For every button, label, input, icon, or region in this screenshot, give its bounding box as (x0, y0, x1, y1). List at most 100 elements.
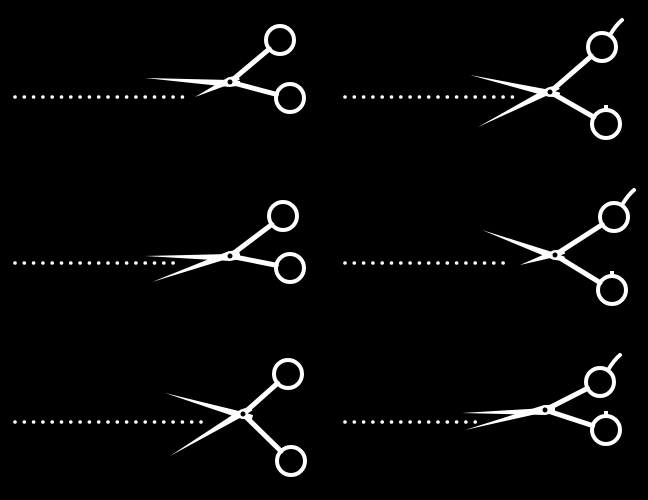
cut-line-dot (13, 95, 17, 99)
cut-line-dot (389, 420, 394, 424)
cut-line-dot (152, 420, 157, 424)
upper-handle-arm (552, 222, 605, 258)
cut-line-dot (171, 420, 175, 424)
upper-blade (470, 75, 561, 98)
cut-line-dot (50, 261, 54, 265)
cut-line-dot (199, 420, 203, 424)
cut-line-dot (445, 95, 450, 99)
scissors-icon (165, 358, 307, 477)
lower-finger-ring (274, 252, 306, 284)
cut-line-dot (343, 261, 347, 265)
cut-line-dot (152, 95, 157, 99)
cut-line-dot (426, 261, 431, 265)
scissors-hairdressing-open (343, 18, 624, 140)
cut-line-dot (389, 261, 394, 265)
lower-finger-ring (596, 274, 628, 306)
pivot-screw (227, 253, 233, 259)
cut-line-dot (171, 95, 175, 99)
lower-handle-arm (547, 89, 597, 120)
pivot-screw (542, 407, 548, 413)
cut-line-dot (13, 261, 17, 265)
ring-nub (604, 411, 608, 416)
scissors-classic-half (13, 200, 306, 284)
cut-line-dot (380, 95, 385, 99)
cut-line-dot (69, 95, 73, 99)
cut-line-dot (501, 261, 505, 265)
pivot-screw (227, 79, 233, 85)
cut-line-dot (87, 261, 92, 265)
upper-blade (165, 393, 254, 420)
cut-line-dot (50, 95, 54, 99)
upper-handle-arm (227, 46, 272, 85)
cut-line-dot (59, 261, 64, 265)
dotted-cut-line (13, 261, 175, 265)
cut-line-dot (473, 420, 478, 424)
cut-line-dot (22, 95, 27, 99)
dotted-cut-line (343, 420, 478, 424)
cut-line-dot (408, 95, 412, 99)
cut-line-dot (352, 420, 357, 424)
upper-finger-ring (598, 201, 630, 233)
upper-blade (482, 230, 565, 262)
cut-line-dot (180, 95, 185, 99)
cut-line-dot (41, 95, 45, 99)
lower-finger-ring (590, 108, 622, 140)
cut-line-dot (134, 261, 138, 265)
cut-line-dot (134, 95, 138, 99)
cut-line-dot (41, 261, 45, 265)
lower-handle-arm (240, 411, 284, 454)
cut-line-dot (417, 420, 422, 424)
cut-line-dot (106, 261, 110, 265)
lower-blade (478, 84, 560, 127)
cut-line-dot (510, 95, 515, 99)
cut-line-dot (473, 261, 478, 265)
cut-line-dot (171, 261, 175, 265)
cut-line-dot (143, 420, 147, 424)
cut-line-dot (106, 420, 110, 424)
cut-line-dot (87, 420, 92, 424)
cut-line-dot (380, 261, 385, 265)
scissors-hairdressing-closed (343, 353, 622, 446)
upper-handle-arm (240, 380, 281, 417)
cut-line-dot (22, 420, 27, 424)
cut-line-dot (436, 420, 440, 424)
lower-handle-arm (542, 407, 596, 429)
cut-line-dot (445, 261, 450, 265)
cut-line-dot (380, 420, 385, 424)
cut-line-dot (162, 261, 166, 265)
cut-line-dot (361, 95, 366, 99)
cut-line-dot (454, 95, 459, 99)
cut-line-dot (492, 261, 496, 265)
cut-line-dot (436, 261, 440, 265)
cut-line-dot (352, 261, 357, 265)
cut-line-dot (143, 95, 147, 99)
cut-line-dot (22, 261, 27, 265)
upper-handle-arm (547, 53, 594, 95)
cut-line-dot (189, 420, 194, 424)
cut-line-dot (69, 261, 73, 265)
cut-line-dot (96, 261, 101, 265)
cut-line-dot (482, 261, 487, 265)
cut-line-dot (445, 420, 450, 424)
cut-line-dot (389, 95, 394, 99)
cut-line-dot (115, 420, 120, 424)
upper-finger-ring (586, 31, 618, 63)
cut-line-dot (426, 95, 431, 99)
cut-line-dot (501, 95, 505, 99)
finger-rest-hook (606, 353, 622, 372)
cut-line-dot (426, 420, 431, 424)
cut-line-dot (59, 95, 64, 99)
lower-handle-arm (227, 79, 279, 97)
upper-finger-ring (272, 358, 304, 390)
upper-finger-ring (267, 200, 299, 232)
cut-line-dot (399, 261, 403, 265)
upper-handle-arm (227, 221, 275, 259)
cut-line-dot (417, 261, 422, 265)
cut-line-dot (124, 420, 129, 424)
cut-line-dot (87, 95, 92, 99)
lower-blade (170, 406, 253, 456)
cut-line-dot (96, 420, 101, 424)
scissors-classic-open (13, 24, 306, 114)
lower-finger-ring (274, 82, 306, 114)
